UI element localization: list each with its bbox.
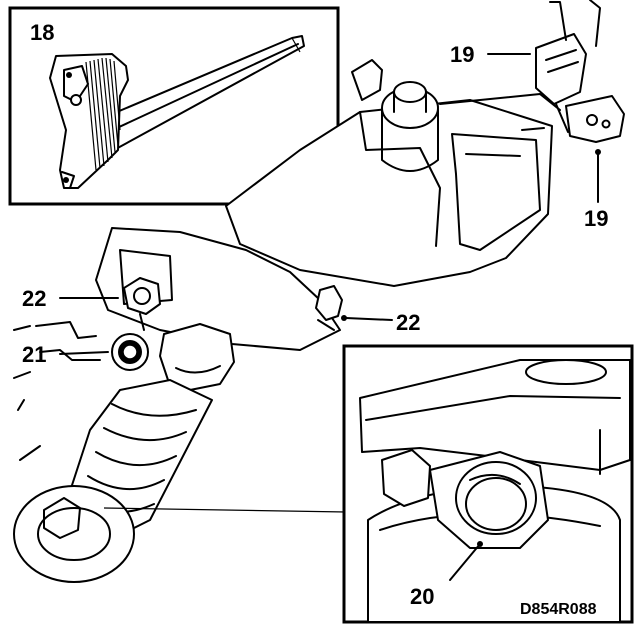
svg-text:19: 19 bbox=[450, 42, 474, 67]
nut-21 bbox=[111, 333, 149, 371]
tool-18-drawing bbox=[49, 35, 305, 189]
svg-text:22: 22 bbox=[22, 286, 46, 311]
svg-text:19: 19 bbox=[584, 206, 608, 231]
callout-18: 18 bbox=[30, 20, 54, 45]
callout-20: 20 bbox=[410, 584, 434, 609]
svg-text:21: 21 bbox=[22, 342, 46, 367]
inset-18-panel: 18 bbox=[8, 6, 340, 206]
callout-22-right: 22 bbox=[341, 310, 420, 335]
callout-19-top: 19 bbox=[450, 42, 531, 67]
inset-20-panel: 20 D854R088 bbox=[342, 344, 634, 624]
callout-21: 21 bbox=[22, 342, 109, 367]
callout-19-bottom: 19 bbox=[584, 149, 608, 231]
bolt-22-right bbox=[315, 285, 343, 331]
callout-22-left: 22 bbox=[22, 286, 119, 311]
drawing-code: D854R088 bbox=[520, 601, 597, 618]
nut-20 bbox=[381, 449, 549, 549]
svg-text:22: 22 bbox=[396, 310, 420, 335]
steering-column-assembly bbox=[13, 0, 625, 583]
nut-22-left bbox=[123, 277, 161, 331]
